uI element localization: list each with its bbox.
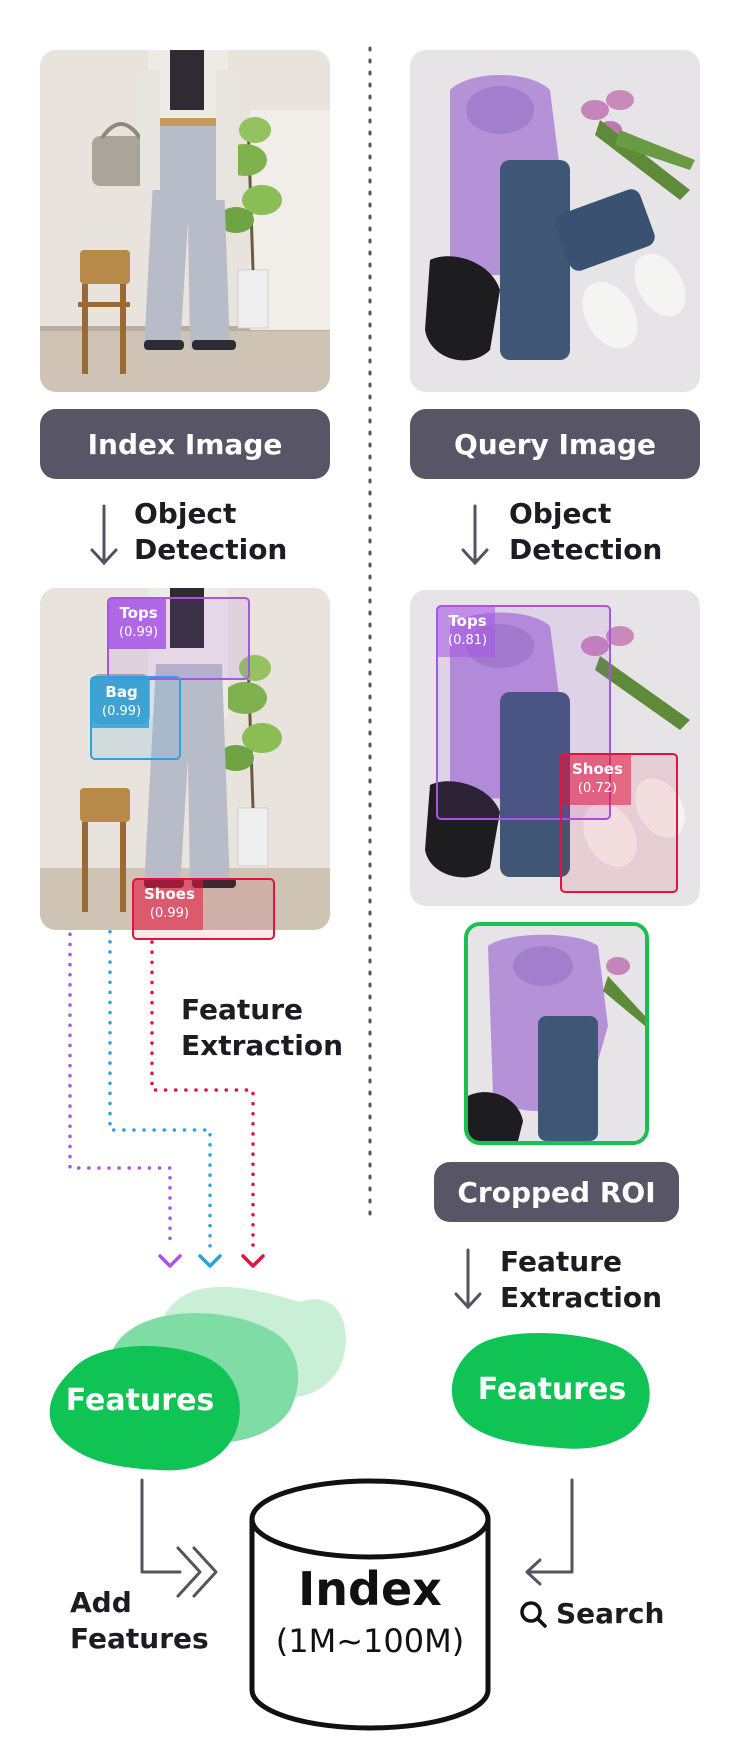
chevron-double-right-icon <box>176 1546 218 1598</box>
query-image-label: Query Image <box>410 409 700 479</box>
query-detection-box-shoes: Shoes (0.72) <box>560 753 678 893</box>
add-features-caption: Add Features <box>70 1586 209 1655</box>
index-features-label: Features <box>65 1383 215 1418</box>
left-feature-extraction-step: Feature Extraction <box>181 993 344 1062</box>
index-image-photo <box>40 50 330 392</box>
chevron-down-icon <box>198 1254 222 1268</box>
features-blob-front <box>49 1346 240 1471</box>
dotted-connector-tops <box>68 636 172 1250</box>
index-cylinder <box>249 1478 491 1731</box>
cropped-roi-label: Cropped ROI <box>434 1162 679 1222</box>
index-title: Index <box>298 1562 442 1616</box>
cropped-roi-photo <box>464 922 649 1145</box>
index-capacity: (1M~100M) <box>275 1622 465 1660</box>
right-feature-extraction-step: Feature Extraction <box>500 1245 663 1314</box>
query-detection-label-tops: Tops (0.81) <box>438 607 496 657</box>
left-object-detection-step: Object Detection <box>134 497 288 566</box>
down-arrow-icon <box>90 504 118 566</box>
features-blob-query <box>451 1332 650 1449</box>
detection-label-bag: Bag (0.99) <box>92 678 150 728</box>
add-features-arrow <box>140 1478 182 1574</box>
search-icon <box>520 1601 547 1628</box>
detection-box-tops: Tops (0.99) <box>107 597 250 680</box>
right-object-detection-step: Object Detection <box>509 497 663 566</box>
detection-label-tops: Tops (0.99) <box>109 599 167 649</box>
query-features-label: Features <box>477 1372 627 1407</box>
down-arrow-icon <box>461 504 489 566</box>
dotted-connector-shoes <box>150 940 255 1250</box>
down-arrow-icon <box>454 1248 482 1310</box>
query-detection-label-shoes: Shoes (0.72) <box>562 755 631 805</box>
chevron-down-icon <box>241 1254 265 1268</box>
index-image-label: Index Image <box>40 409 330 479</box>
detection-label-shoes: Shoes (0.99) <box>134 880 203 930</box>
chevron-down-icon <box>158 1254 182 1268</box>
index-detection-photo <box>40 588 330 930</box>
search-arrow <box>526 1478 574 1574</box>
detection-box-shoes: Shoes (0.99) <box>132 878 275 940</box>
query-image-photo <box>410 50 700 392</box>
detection-box-bag: Bag (0.99) <box>90 676 181 760</box>
search-caption: Search <box>556 1597 665 1630</box>
